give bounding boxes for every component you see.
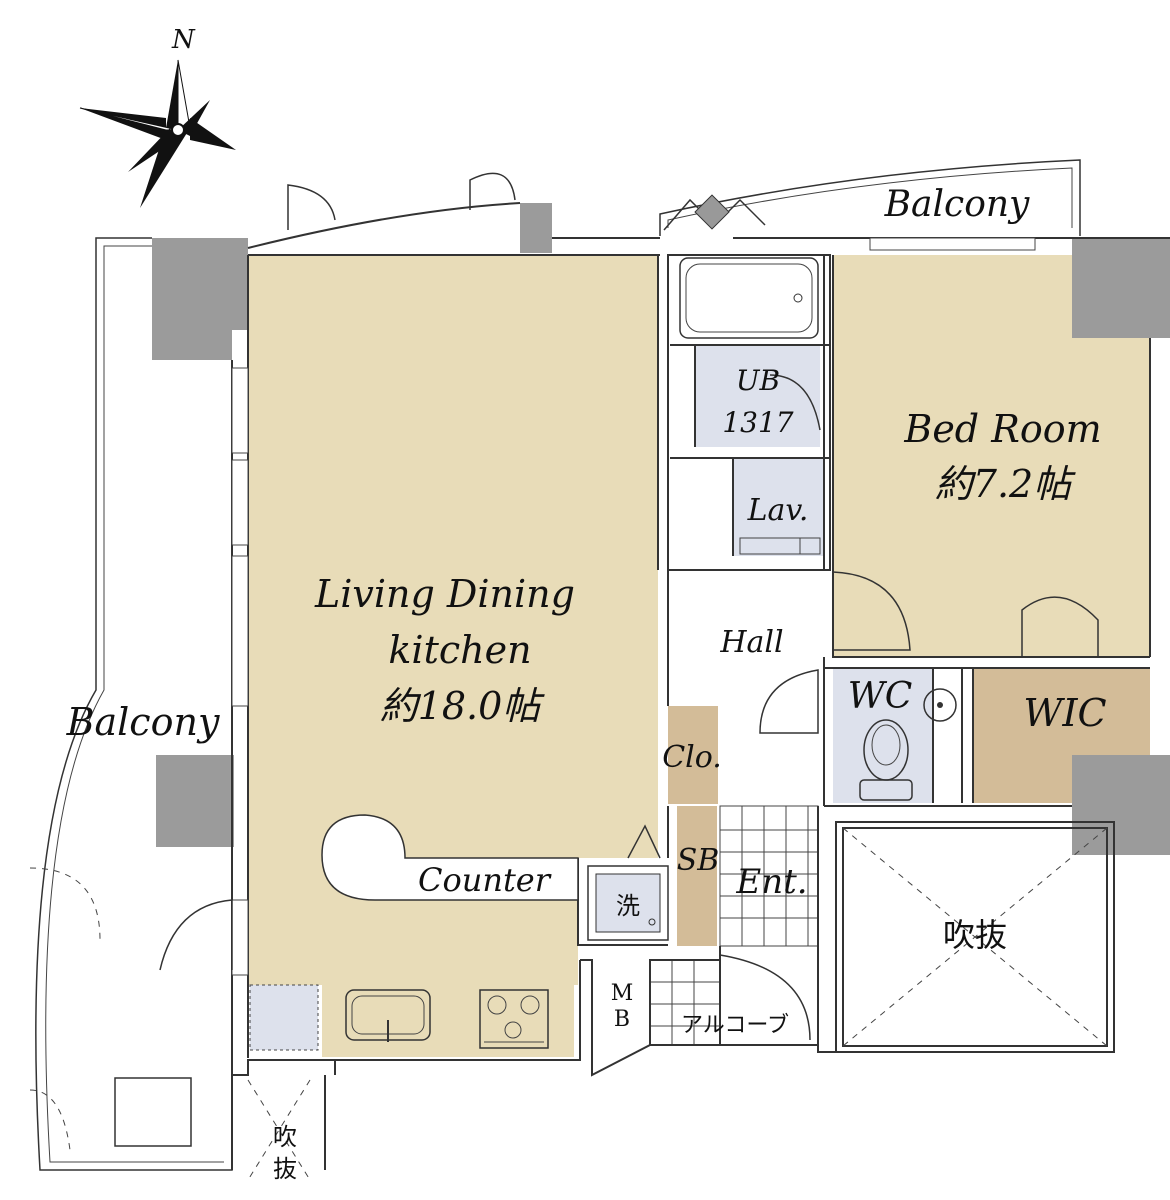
wic-floor xyxy=(973,668,1150,803)
balcony-left-label: Balcony xyxy=(66,700,220,744)
wic-label: WIC xyxy=(1023,691,1106,735)
bathtub xyxy=(679,257,819,339)
bedroom-label: Bed Room xyxy=(903,407,1101,451)
lav-label: Lav. xyxy=(747,493,809,528)
sb-label: SB xyxy=(677,843,720,878)
compass-north-label: N xyxy=(171,25,196,55)
ent-label: Ent. xyxy=(735,862,807,902)
ub-floor xyxy=(695,345,820,447)
lav-sink xyxy=(739,537,821,555)
mb-label-line2: B xyxy=(614,1007,630,1032)
ub-code: 1317 xyxy=(722,406,793,439)
toilet xyxy=(859,688,957,801)
bedroom-size: 約7.2帖 xyxy=(935,462,1076,506)
windows xyxy=(231,237,1036,976)
kitchen-sink xyxy=(345,989,431,1042)
washer-label: 洗 xyxy=(616,892,640,920)
ub-label: UB xyxy=(736,364,780,397)
ldk-label-line1: Living Dining xyxy=(314,572,575,616)
balcony-left xyxy=(29,237,233,1171)
entrance-tiles xyxy=(649,805,819,1046)
ldk-size: 約18.0帖 xyxy=(380,684,546,728)
clo-floor xyxy=(668,706,718,804)
clo-label: Clo. xyxy=(662,740,722,775)
doors xyxy=(159,172,1099,1041)
void-bottom-label-line1: 吹 xyxy=(273,1123,297,1151)
lav-floor xyxy=(733,458,823,556)
void-bottom xyxy=(247,1079,311,1181)
counter-label: Counter xyxy=(418,861,552,899)
bedroom-floor xyxy=(833,255,1150,657)
void-bottom-label-line2: 抜 xyxy=(273,1155,297,1183)
void-right xyxy=(842,827,1108,1047)
ldk-floor xyxy=(248,255,658,985)
stove xyxy=(479,989,549,1049)
hall-label: Hall xyxy=(719,625,783,660)
void-right-label: 吹抜 xyxy=(943,916,1007,954)
counter-shape xyxy=(321,814,579,901)
compass-rose: N xyxy=(79,25,236,208)
alcove-label: アルコーブ xyxy=(681,1013,789,1038)
wc-label: WC xyxy=(848,676,913,717)
walls xyxy=(152,203,1170,855)
sb-floor xyxy=(677,806,717,946)
washer xyxy=(587,824,669,941)
mb-label-line1: M xyxy=(611,981,634,1006)
ldk-label-line2: kitchen xyxy=(388,628,531,672)
balcony-top-label: Balcony xyxy=(884,184,1030,225)
